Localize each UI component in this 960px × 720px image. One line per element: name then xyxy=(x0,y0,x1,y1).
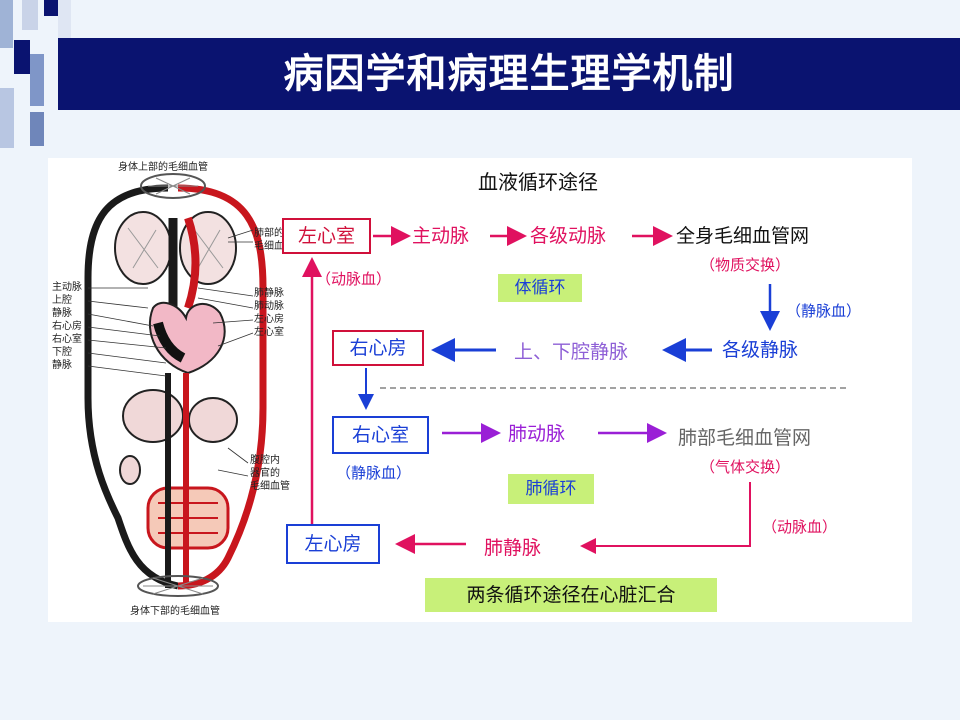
circulation-illustration xyxy=(84,173,267,597)
node-arteries: 各级动脉 xyxy=(530,225,607,247)
label-pulmonary-circulation: 肺循环 xyxy=(508,474,594,504)
left-label-right-atrium: 右心房 xyxy=(52,321,82,332)
note-gas-exchange: （气体交换） xyxy=(700,458,791,476)
upper-capillary-label: 身体上部的毛细血管 xyxy=(118,162,208,173)
right-label-left-ventricle: 左心室 xyxy=(254,327,284,338)
decor-square xyxy=(0,0,13,48)
right-label-pulm-artery: 肺动脉 xyxy=(254,301,284,312)
right-label-abdominal-3: 毛细血管 xyxy=(250,481,290,492)
node-lung-capillaries: 肺部毛细血管网 xyxy=(678,427,812,449)
vein-loop-left xyxy=(84,184,179,590)
artery-loop-right xyxy=(177,184,267,590)
upper-capillary-bed xyxy=(140,173,206,199)
left-label-aorta: 主动脉 xyxy=(52,282,82,293)
arrow-capillaries-pulmvein xyxy=(580,482,751,554)
note-arterial-blood-pulmonary: （动脉血） xyxy=(762,518,838,536)
right-label-lung-capillary-1: 肺部的 xyxy=(254,228,284,239)
note-venous-blood-systemic: （静脉血） xyxy=(786,302,862,320)
node-right-ventricle: 右心室 xyxy=(332,416,429,454)
decor-square xyxy=(30,112,44,146)
label-systemic-circulation: 体循环 xyxy=(498,274,582,302)
node-left-atrium: 左心房 xyxy=(286,524,380,564)
right-label-abdominal-1: 腹腔内 xyxy=(250,455,280,466)
node-veins: 各级静脉 xyxy=(722,339,799,361)
node-aorta: 主动脉 xyxy=(412,225,470,247)
note-material-exchange: （物质交换） xyxy=(700,256,791,274)
left-label-right-ventricle: 右心室 xyxy=(52,334,82,345)
flow-heading: 血液循环途径 xyxy=(478,170,598,194)
node-left-ventricle: 左心室 xyxy=(282,218,371,254)
right-label-abdominal-2: 器官的 xyxy=(250,468,280,479)
note-arterial-blood-systemic: （动脉血） xyxy=(316,270,392,288)
spleen xyxy=(119,455,141,485)
title-bar: 病因学和病理生理学机制 xyxy=(58,38,960,110)
right-label-pulm-vein: 肺静脉 xyxy=(254,288,284,299)
page-title: 病因学和病理生理学机制 xyxy=(283,51,735,97)
left-label-superior-vena: 上腔 xyxy=(52,295,72,306)
right-label-lung-capillary-2: 毛细血管 xyxy=(254,241,294,252)
decor-square xyxy=(30,54,44,106)
node-vena-cava: 上、下腔静脉 xyxy=(514,341,629,363)
summary-banner: 两条循环途径在心脏汇合 xyxy=(425,578,717,612)
node-body-capillaries: 全身毛细血管网 xyxy=(676,225,810,247)
right-label-left-atrium: 左心房 xyxy=(254,314,284,325)
decor-square xyxy=(0,88,14,148)
decor-square xyxy=(58,0,71,40)
decor-square xyxy=(44,0,59,16)
left-label-inferior-vena: 下腔 xyxy=(52,347,72,358)
heart xyxy=(148,301,226,375)
decor-square xyxy=(22,0,38,30)
node-pulmonary-artery: 肺动脉 xyxy=(508,423,566,445)
left-label-vein: 静脉 xyxy=(52,308,72,319)
note-venous-blood-pulmonary: （静脉血） xyxy=(336,464,412,482)
lower-capillary-label: 身体下部的毛细血管 xyxy=(130,606,220,617)
node-pulmonary-vein: 肺静脉 xyxy=(484,537,542,559)
left-label-vein-2: 静脉 xyxy=(52,360,72,371)
decor-square xyxy=(14,40,30,74)
lower-capillary-bed xyxy=(137,575,219,597)
node-right-atrium: 右心房 xyxy=(332,330,424,366)
